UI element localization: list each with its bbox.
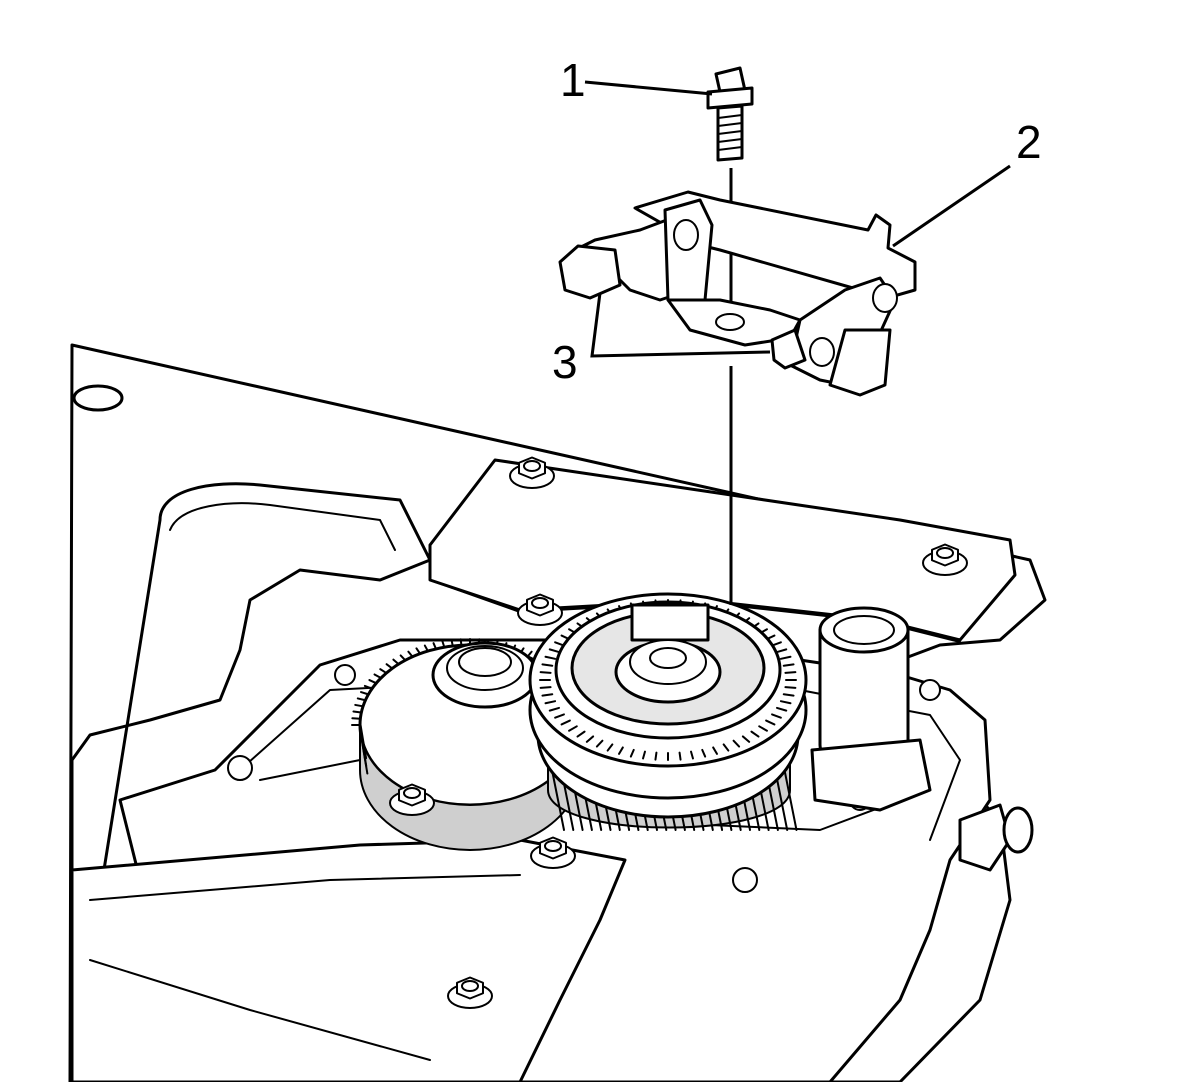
leader-1 — [584, 80, 713, 96]
bolt-hole — [715, 313, 745, 331]
synchronizer-gear — [528, 592, 808, 831]
gear-tooth-top — [359, 691, 370, 696]
ring-tooth — [541, 693, 554, 697]
ring-tooth — [776, 648, 788, 654]
ring-tooth — [782, 693, 795, 697]
leader-3 — [590, 292, 771, 358]
housing-hole-left — [227, 755, 253, 781]
ring-tooth — [560, 719, 571, 726]
callout-3: 3 — [552, 336, 578, 388]
left-pivot-hole — [673, 219, 699, 251]
hex-bolt — [922, 543, 968, 576]
gear-tooth-top — [407, 650, 414, 658]
ring-tooth — [544, 655, 557, 660]
shift-rail-sleeve — [810, 606, 932, 812]
hex-bolt — [509, 456, 555, 489]
leader-2 — [892, 164, 1011, 248]
callout-leaders — [584, 80, 1011, 358]
ring-tooth — [779, 655, 792, 660]
gear-tooth-top — [399, 654, 407, 662]
gear-tooth-top — [423, 644, 429, 653]
ring-tooth — [576, 730, 586, 738]
ring-tooth — [741, 735, 751, 743]
ring-tooth — [568, 725, 578, 732]
ring-tooth — [758, 725, 768, 732]
ring-tooth — [618, 746, 624, 755]
ring-tooth — [678, 751, 682, 761]
ring-tooth — [539, 686, 552, 689]
ring-tooth — [595, 739, 604, 748]
housing-hole-top — [334, 664, 356, 686]
hex-bolt — [447, 976, 493, 1009]
ring-tooth — [548, 706, 560, 712]
ring-tooth — [776, 706, 788, 712]
synchro-key — [630, 603, 710, 642]
connector-cap — [1002, 806, 1034, 854]
ring-tooth — [782, 663, 795, 667]
ring-tooth — [554, 713, 565, 719]
bracket-bolt — [706, 66, 754, 162]
ring-tooth — [629, 748, 635, 758]
helical-tooth — [783, 769, 798, 831]
ring-tooth — [544, 700, 557, 705]
callout-2: 2 — [1016, 116, 1042, 168]
ring-tooth — [606, 743, 614, 752]
mount-bolts — [389, 456, 968, 1009]
helical-tooth — [551, 769, 565, 831]
gear-tooth-top — [356, 697, 367, 702]
gear-tooth-top — [450, 639, 454, 647]
gear-tooth-top — [363, 684, 373, 690]
shift-fork-bracket — [558, 190, 917, 397]
ring-tooth — [541, 663, 554, 667]
right-pivot-hole — [809, 337, 835, 367]
ring-tooth — [765, 719, 776, 726]
hex-bolt — [389, 783, 435, 816]
hex-bolt — [517, 593, 563, 626]
plate-hole — [72, 384, 124, 412]
connector-body — [958, 803, 1012, 872]
ring-tooth — [722, 743, 730, 752]
housing-hole-bottom — [732, 867, 758, 893]
hex-bolt — [530, 836, 576, 869]
ring-tooth — [750, 730, 760, 738]
ring-tooth — [539, 671, 552, 674]
ring-tooth — [779, 700, 792, 705]
gear-tooth-top — [432, 642, 438, 650]
gear-tooth — [359, 721, 368, 760]
ring-tooth — [585, 735, 595, 743]
ring-tooth — [712, 746, 718, 755]
gear-tooth-top — [459, 638, 463, 647]
gear-tooth-top — [368, 679, 378, 685]
gear-tooth-top — [373, 673, 383, 679]
housing-hole-right — [919, 679, 941, 701]
gear-tooth-top — [441, 640, 446, 649]
ring-tooth — [642, 750, 646, 760]
gear-tooth-top — [379, 668, 388, 675]
callout-1: 1 — [560, 54, 586, 106]
counter-gear — [351, 638, 589, 851]
ring-tooth — [732, 739, 741, 748]
ring-tooth — [701, 748, 707, 758]
right-fork-pad — [770, 328, 807, 370]
gear-tooth-top — [392, 658, 400, 666]
gear-tooth-top — [385, 663, 394, 670]
ring-tooth — [784, 686, 797, 689]
lower-cover-plate — [70, 838, 627, 1082]
gear-tooth-top — [415, 647, 422, 655]
gear-tooth-top — [354, 703, 365, 708]
left-fork-pad — [558, 244, 622, 300]
ring-tooth — [548, 648, 560, 654]
gear-tooth-top — [352, 710, 363, 714]
ring-tooth — [654, 751, 658, 761]
gear-tooth — [359, 728, 368, 767]
ring-tooth — [690, 750, 694, 760]
ring-tooth — [771, 713, 782, 719]
ring-tooth — [784, 671, 797, 674]
